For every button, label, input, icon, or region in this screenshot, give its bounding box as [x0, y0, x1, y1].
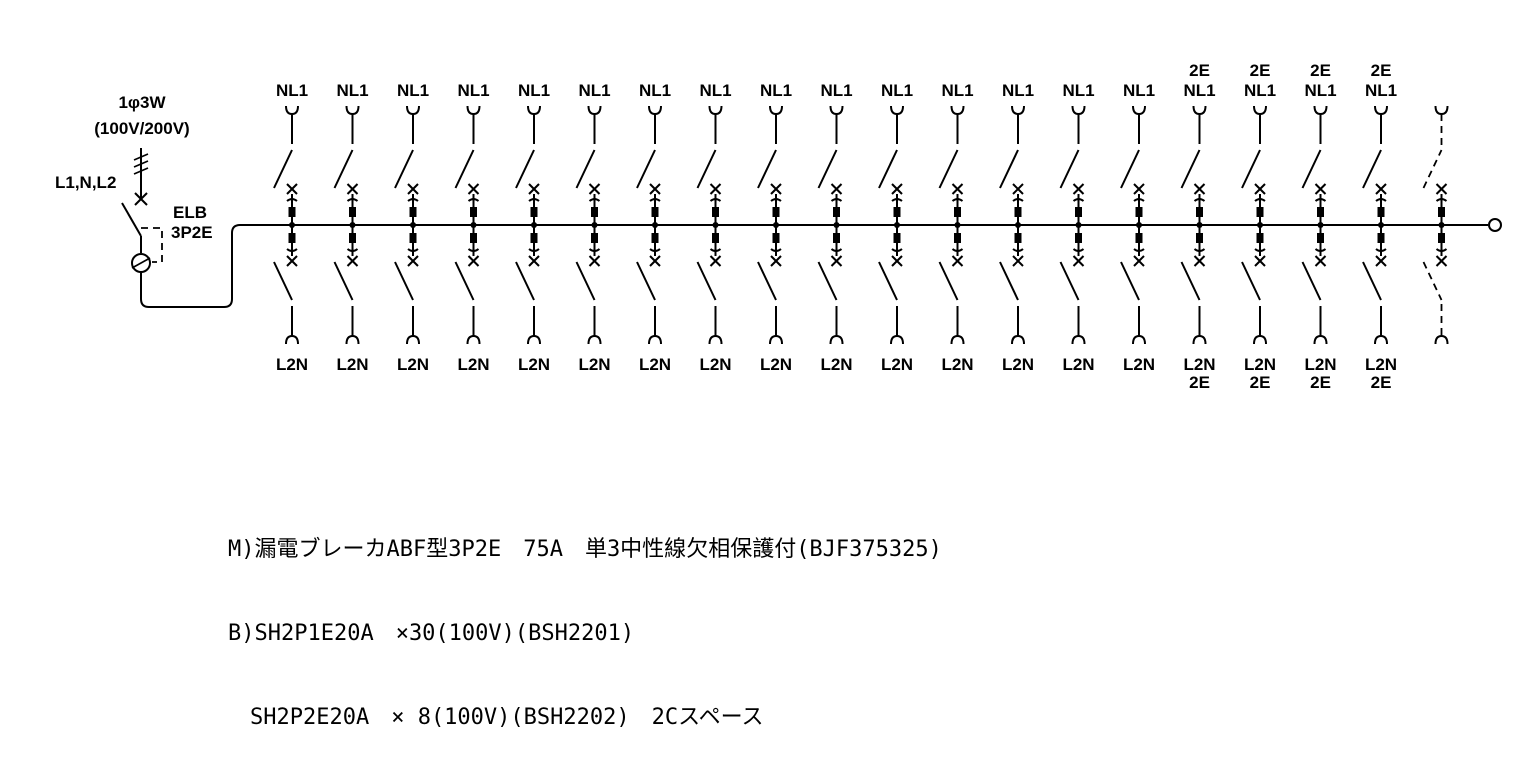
branch-bottom-label: L2N: [1304, 355, 1336, 374]
branch-bottom-label: L2N: [820, 355, 852, 374]
supply-phase-label: 1φ3W: [118, 93, 166, 112]
branch-bottom-label: L2N: [1002, 355, 1034, 374]
branch-top-label: NL1: [639, 81, 671, 100]
elb-type-label: ELB: [173, 203, 207, 222]
branch-top-label: NL1: [397, 81, 429, 100]
spec-notes: M)漏電ブレーカABF型3P2E 75A 単3中性線欠相保護付(BJF37532…: [228, 480, 942, 760]
branch-bottom-label: L2N: [457, 355, 489, 374]
note-branch-2e: SH2P2E20A × 8(100V)(BSH2202) 2Cスペース: [228, 705, 764, 730]
branch-top-label: NL1: [1304, 81, 1336, 100]
bus-terminal-icon: [1488, 218, 1502, 232]
branch-top-label: NL1: [1183, 81, 1215, 100]
branch-top-label: NL1: [518, 81, 550, 100]
incoming-feeder-symbol: [133, 148, 149, 206]
branch-top-label: NL1: [941, 81, 973, 100]
branch-top-label: NL1: [1123, 81, 1155, 100]
branch-bottom-label: L2N: [518, 355, 550, 374]
branch-bottom-label: L2N: [639, 355, 671, 374]
branch-top-label: NL1: [1002, 81, 1034, 100]
branch-bottom-label: L2N: [1183, 355, 1215, 374]
branch-bottom-label: L2N: [578, 355, 610, 374]
branch-bottom-label: L2N: [397, 355, 429, 374]
branch-top-label: NL1: [336, 81, 368, 100]
branch-top-label: NL1: [276, 81, 308, 100]
branch-bottom-label: 2E: [1189, 373, 1210, 392]
branch-top-label: NL1: [1365, 81, 1397, 100]
branch-bottom-label: 2E: [1310, 373, 1331, 392]
branch-bottom-label: L2N: [1062, 355, 1094, 374]
branch-bottom-label: 2E: [1250, 373, 1271, 392]
branch-bottom-label: 2E: [1371, 373, 1392, 392]
note-main-breaker: M)漏電ブレーカABF型3P2E 75A 単3中性線欠相保護付(BJF37532…: [228, 537, 942, 562]
branch-bottom-label: L2N: [760, 355, 792, 374]
main-breaker-section: 1φ3W (100V/200V) L1,N,L2 ELB 3P2E: [55, 93, 1502, 308]
branch-top-label: NL1: [1062, 81, 1094, 100]
branch-top-label: NL1: [457, 81, 489, 100]
branch-top-label: NL1: [760, 81, 792, 100]
note-branch-1e: B)SH2P1E20A ×30(100V)(BSH2201): [228, 621, 635, 646]
branch-breakers: NL1L2NNL1L2NNL1L2NNL1L2NNL1L2NNL1L2NNL1L…: [273, 61, 1449, 392]
branch-bottom-label: L2N: [699, 355, 731, 374]
branch-top-label: 2E: [1189, 61, 1210, 80]
branch-bottom-label: L2N: [881, 355, 913, 374]
branch-top-label: NL1: [1244, 81, 1276, 100]
branch-top-label: NL1: [578, 81, 610, 100]
branch-top-label: 2E: [1310, 61, 1331, 80]
branch-top-label: 2E: [1250, 61, 1271, 80]
branch-bottom-label: L2N: [276, 355, 308, 374]
elb-symbol: [121, 202, 1502, 308]
branch-top-label: NL1: [820, 81, 852, 100]
branch-bottom-label: L2N: [941, 355, 973, 374]
branch-top-label: NL1: [881, 81, 913, 100]
branch-bottom-label: L2N: [1123, 355, 1155, 374]
branch-bottom-label: L2N: [1244, 355, 1276, 374]
branch-top-label: 2E: [1371, 61, 1392, 80]
branch-bottom-label: L2N: [1365, 355, 1397, 374]
branch-bottom-label: L2N: [336, 355, 368, 374]
supply-lines-label: L1,N,L2: [55, 173, 116, 192]
panel-single-line-diagram: 1φ3W (100V/200V) L1,N,L2 ELB 3P2E NL1L2N…: [55, 61, 1502, 392]
supply-voltage-label: (100V/200V): [94, 119, 189, 138]
branch-top-label: NL1: [699, 81, 731, 100]
elb-poles-label: 3P2E: [171, 223, 213, 242]
